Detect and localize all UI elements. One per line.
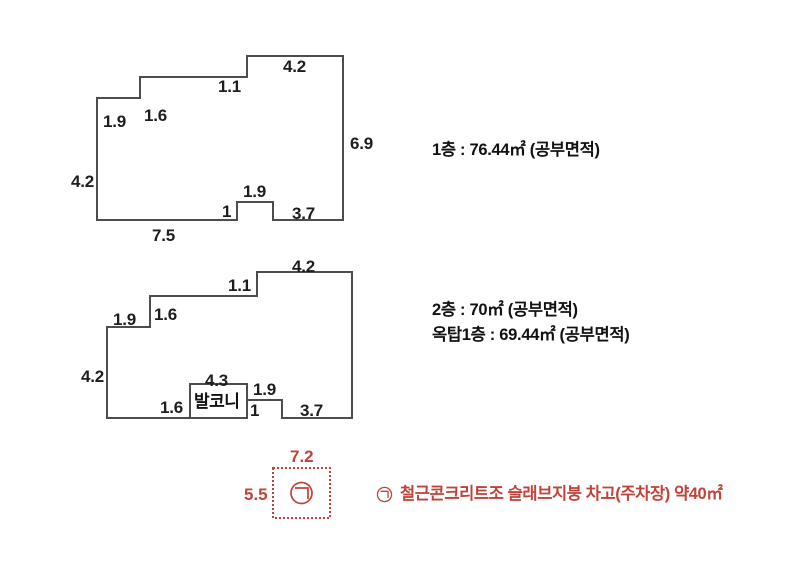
dimension-garage-top: 7.2 <box>290 447 314 466</box>
dimension-floor2-balcony-top: 4.3 <box>205 371 229 390</box>
dimension-floor2-notch-left: 1 <box>250 401 260 420</box>
garage-legend: 철근콘크리트조 슬래브지붕 차고(주차장) 약40㎡ <box>376 485 723 504</box>
floor1-outline <box>96 55 344 221</box>
balcony-room-box <box>189 383 248 419</box>
dimension-floor2-left: 4.2 <box>81 367 105 386</box>
dimension-floor1-bottom: 7.5 <box>152 226 176 245</box>
dimension-floor1-step: 1.6 <box>144 106 168 125</box>
dimension-floor2-top-right: 4.2 <box>292 257 316 276</box>
dimension-floor1-bottom-right: 3.7 <box>292 204 316 223</box>
dimension-floor2-balcony-left: 1.6 <box>160 398 184 417</box>
garage-circled-giyeok-icon <box>290 481 313 505</box>
floor1-area-note: 1층 : 76.44㎡ (공부면적) <box>432 141 600 159</box>
dimension-floor2-notch-top: 1.9 <box>253 380 277 399</box>
dimension-floor1-notch-top: 1.9 <box>243 182 267 201</box>
balcony-room-label: 발코니 <box>194 392 240 411</box>
garage-legend-text: 철근콘크리트조 슬래브지붕 차고(주차장) 약40㎡ <box>400 485 723 504</box>
dimension-garage-left: 5.5 <box>244 485 268 504</box>
dimension-floor1-notch-left: 1 <box>222 202 232 221</box>
dimension-floor1-right: 6.9 <box>350 134 374 153</box>
garage-outline-box <box>272 467 331 519</box>
dimension-floor1-top-mid: 1.1 <box>218 77 242 96</box>
rooftop-area-note: 옥탑1층 : 69.44㎡ (공부면적) <box>432 326 630 344</box>
dimension-floor2-bottom-right: 3.7 <box>300 401 324 420</box>
legend-circled-giyeok-icon <box>376 486 393 503</box>
dimension-floor2-step: 1.6 <box>154 305 178 324</box>
dimension-floor1-left: 4.2 <box>71 172 95 191</box>
dimension-floor1-top-left: 1.9 <box>103 112 127 131</box>
dimension-floor2-top-mid: 1.1 <box>228 276 252 295</box>
floor2-area-note: 2층 : 70㎡ (공부면적) <box>432 301 578 319</box>
dimension-floor2-top-left: 1.9 <box>113 310 137 329</box>
dimension-floor1-top-right: 4.2 <box>283 57 307 76</box>
